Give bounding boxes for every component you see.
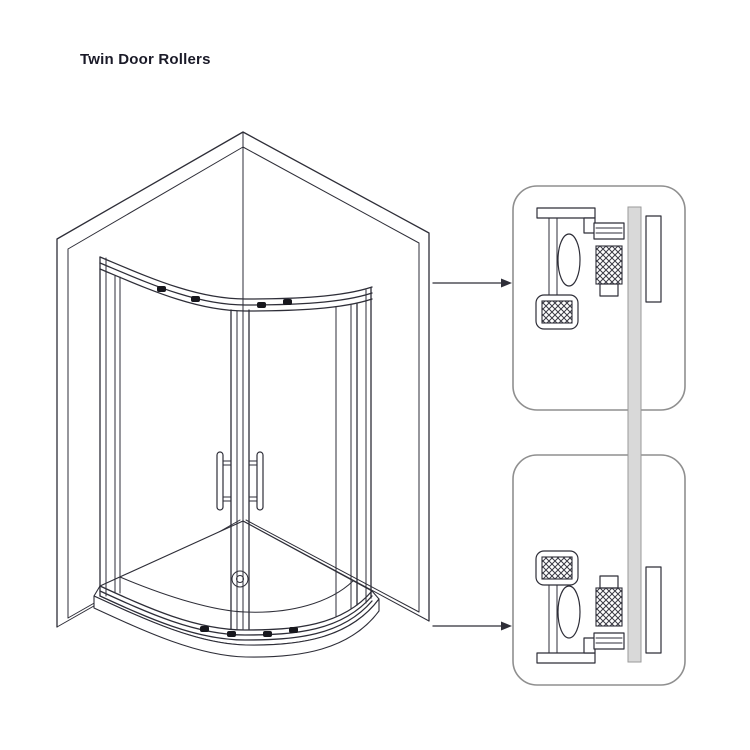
roller-carriage	[593, 222, 625, 240]
enclosure-frame	[99, 256, 373, 641]
page-title: Twin Door Rollers	[80, 51, 211, 68]
tray-drain	[231, 570, 249, 588]
rail-profile-flange	[536, 652, 596, 664]
carriage-block	[599, 575, 619, 589]
roller	[200, 626, 209, 632]
door-handle	[256, 451, 264, 511]
fixed-panel-section	[645, 566, 662, 654]
fixed-panel-section	[645, 215, 662, 303]
roller-wheel	[557, 585, 581, 639]
glass-panel-section	[627, 206, 642, 663]
roller	[191, 296, 200, 302]
tray-skirt	[93, 595, 380, 658]
roller	[283, 299, 292, 305]
hatched-section	[595, 587, 623, 627]
door-handles	[216, 451, 264, 511]
bottom-door-rollers	[200, 626, 298, 637]
rail-profile-flange	[536, 207, 596, 219]
tray-inner-rim	[119, 576, 354, 613]
top-roller-callout-box	[512, 185, 686, 411]
carriage-block	[599, 283, 619, 297]
callout-arrows	[432, 278, 512, 631]
bottom-rail	[99, 585, 373, 631]
roller-carriage	[593, 632, 625, 650]
roller-wheel	[557, 233, 581, 287]
rail-profile-lip	[583, 637, 596, 654]
top-roller-detail	[535, 207, 662, 330]
top-door-rollers	[157, 286, 292, 308]
roller	[227, 631, 236, 637]
bottom-roller-detail	[535, 550, 662, 664]
roller	[263, 631, 272, 637]
roller	[157, 286, 166, 292]
hatched-section	[595, 245, 623, 285]
hatched-section	[541, 556, 573, 580]
door-handle	[216, 451, 224, 511]
top-rail	[99, 256, 373, 300]
bottom-roller-callout-box	[512, 454, 686, 686]
roller	[257, 302, 266, 308]
rail-profile-lip	[583, 217, 596, 234]
roller	[289, 627, 298, 633]
hatched-section	[541, 300, 573, 324]
